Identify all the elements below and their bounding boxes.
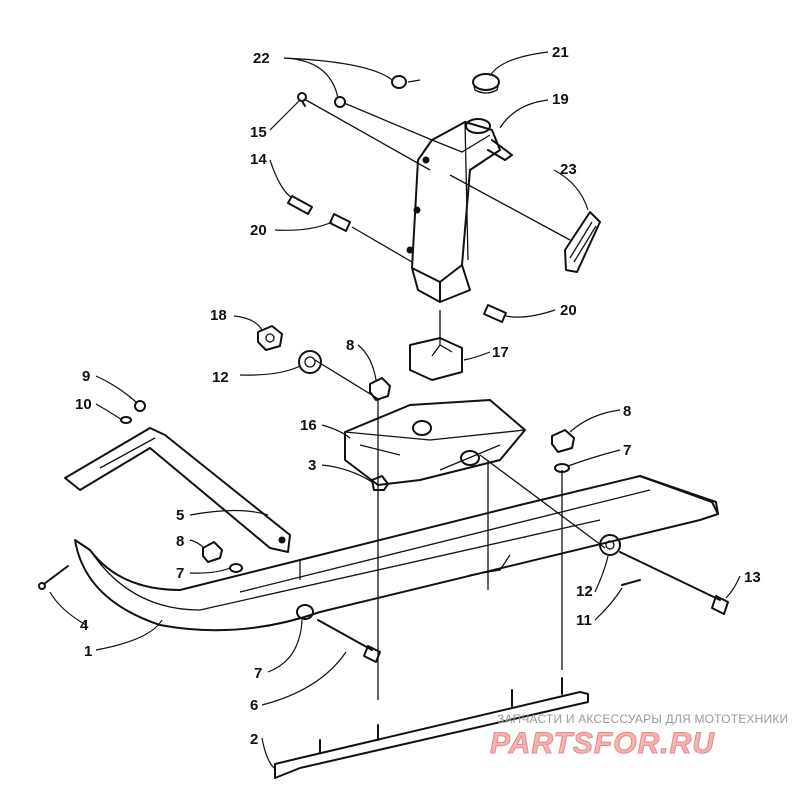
washer-10 [120, 416, 132, 424]
callout-23: 23 [560, 161, 577, 178]
callout-7-left: 7 [176, 565, 184, 582]
callout-17: 17 [492, 344, 509, 361]
callout-15: 15 [250, 124, 267, 141]
bushing-22-left [334, 96, 346, 108]
screw-15 [297, 92, 307, 107]
callout-20-left: 20 [250, 222, 267, 239]
callout-20-right: 20 [560, 302, 577, 319]
callout-12-top: 12 [212, 369, 229, 386]
callout-8-right: 8 [623, 403, 631, 420]
callout-8-top: 8 [346, 337, 354, 354]
ski-1 [74, 475, 719, 632]
callout-4: 4 [80, 617, 89, 634]
callout-1: 1 [84, 643, 92, 660]
callout-5: 5 [176, 507, 184, 524]
callout-7-bottom: 7 [254, 665, 262, 682]
bracket-5 [64, 427, 291, 553]
callout-13: 13 [744, 569, 761, 586]
washer-7-bottom [296, 604, 314, 620]
watermark-brand: PARTSFOR.RU [490, 727, 715, 760]
saddle-16 [344, 399, 526, 486]
callout-3: 3 [308, 457, 316, 474]
bolt-13 [619, 551, 729, 615]
spindle-housing [406, 118, 513, 303]
screw-4 [38, 565, 69, 590]
callout-22: 22 [253, 50, 270, 67]
callout-labels: 22 21 19 15 14 23 20 20 18 17 12 8 9 10 … [75, 44, 761, 748]
callout-9: 9 [82, 368, 90, 385]
callout-10: 10 [75, 396, 92, 413]
bushing-20-right [483, 304, 507, 323]
nut-3 [371, 475, 389, 491]
pin-14 [287, 195, 313, 215]
bushing-20-left [329, 213, 351, 232]
callout-14: 14 [250, 151, 267, 168]
bushing-22-right [391, 75, 421, 89]
callout-19: 19 [552, 91, 569, 108]
callout-7-right: 7 [623, 442, 631, 459]
callout-leaders [49, 51, 741, 769]
watermark-tagline: ЗАПЧАСТИ И АКСЕССУАРЫ ДЛЯ МОТОТЕХНИКИ [497, 712, 788, 726]
callout-16: 16 [300, 417, 317, 434]
callout-21: 21 [552, 44, 569, 61]
cushion-17 [409, 337, 463, 381]
washer-7-left [229, 563, 243, 573]
callout-11: 11 [576, 612, 592, 629]
nut-8-left [202, 541, 223, 563]
washer-12-top [298, 350, 322, 374]
screw-11 [621, 579, 641, 586]
cap-21 [472, 73, 500, 94]
nut-8-top [369, 377, 391, 401]
ski-emblem-23 [564, 211, 601, 273]
callout-8-left: 8 [176, 533, 184, 550]
washer-7-right [554, 463, 570, 473]
watermark: ЗАПЧАСТИ И АКСЕССУАРЫ ДЛЯ МОТОТЕХНИКИ PA… [490, 712, 789, 761]
nut-18 [257, 325, 283, 351]
explode-lines [305, 99, 606, 700]
callout-12-right: 12 [576, 583, 593, 600]
callout-18: 18 [210, 307, 227, 324]
nut-9 [134, 400, 146, 412]
callout-2: 2 [250, 731, 258, 748]
nut-8-right [551, 429, 575, 453]
bolt-6 [317, 619, 381, 663]
washer-12-side [599, 534, 621, 556]
wear-rod-2 [274, 677, 589, 779]
callout-6: 6 [250, 697, 258, 714]
